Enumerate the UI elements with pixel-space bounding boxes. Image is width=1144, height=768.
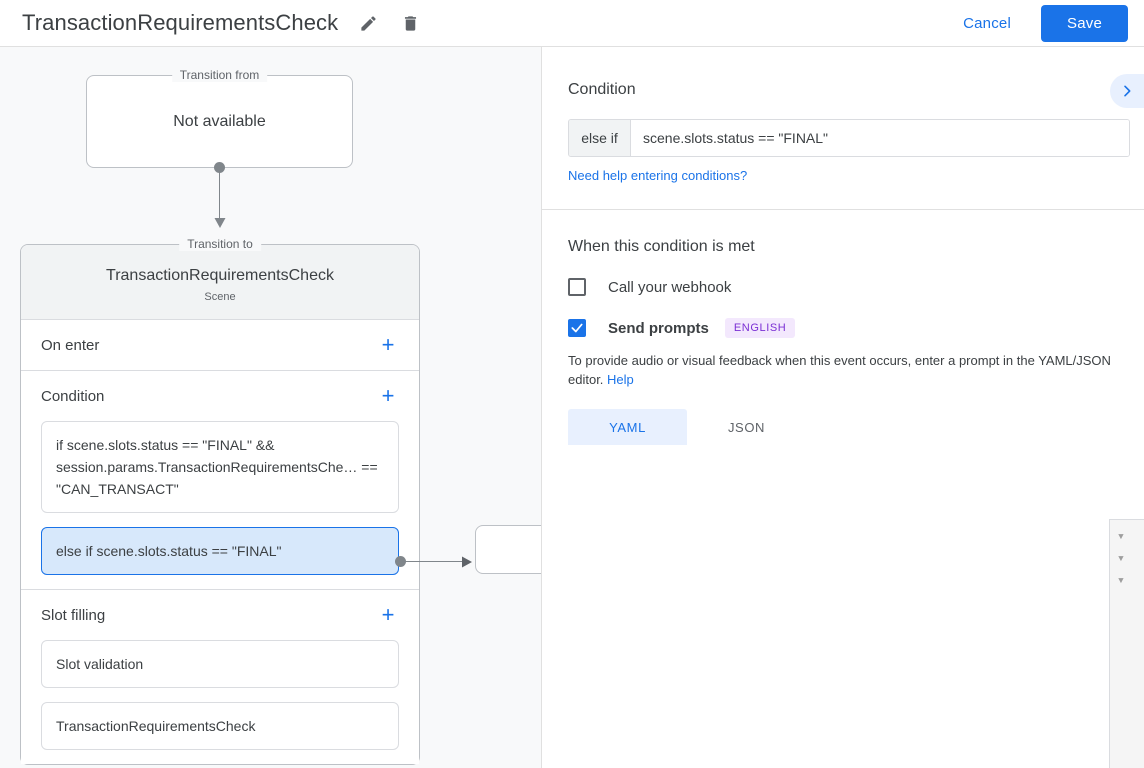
header-actions: Cancel Save: [949, 4, 1144, 42]
condition-input-row[interactable]: else if: [568, 119, 1130, 157]
section-condition: Condition + if scene.slots.status == "FI…: [21, 371, 419, 590]
section-title-condition: Condition: [41, 387, 105, 405]
details-panel: Condition else if Need help entering con…: [541, 47, 1144, 768]
condition-item-selected[interactable]: else if scene.slots.status == "FINAL": [41, 527, 399, 575]
editor-gutter: ▼1▼2▼345: [1110, 520, 1144, 768]
editor-line-number: 4: [1110, 592, 1144, 614]
code-editor[interactable]: ▼1▼2▼345 candidates: - first_simple: var…: [1109, 519, 1144, 768]
send-prompts-checkbox-row[interactable]: Send prompts ENGLISH: [568, 318, 1118, 338]
connector-line-branch: [400, 561, 462, 562]
scene-name: TransactionRequirementsCheck: [106, 267, 334, 284]
prompts-hint-text: To provide audio or visual feedback when…: [568, 353, 1111, 387]
section-title-on-enter: On enter: [41, 336, 100, 354]
editor-line-number: ▼2: [1110, 548, 1144, 570]
tab-json[interactable]: JSON: [727, 419, 766, 435]
when-met-title: When this condition is met: [568, 238, 755, 255]
editor-format-tabs: YAML JSON: [568, 409, 1118, 445]
connector-dot-from: [214, 162, 225, 173]
fold-caret-icon[interactable]: ▼: [1118, 576, 1124, 586]
transition-from-value: Not available: [173, 112, 266, 130]
fold-caret-icon[interactable]: ▼: [1118, 532, 1124, 542]
trash-icon[interactable]: [398, 11, 422, 35]
editor-line-number: 5: [1110, 614, 1144, 636]
add-slot-filling-button[interactable]: +: [381, 602, 395, 627]
condition-help-link[interactable]: Need help entering conditions?: [568, 168, 748, 183]
when-condition-met-section: When this condition is met Call your web…: [542, 210, 1144, 445]
webhook-checkbox-row[interactable]: Call your webhook: [568, 278, 1118, 296]
save-button[interactable]: Save: [1041, 4, 1128, 42]
add-on-enter-button[interactable]: +: [381, 332, 395, 357]
pencil-icon[interactable]: [356, 11, 380, 35]
page-title: TransactionRequirementsCheck: [22, 10, 339, 35]
line-number: 5: [1132, 618, 1144, 633]
line-number: 3: [1132, 574, 1144, 589]
send-prompts-checkbox[interactable]: [568, 319, 586, 337]
target-node[interactable]: [475, 525, 541, 574]
line-number: 4: [1132, 596, 1144, 611]
add-condition-button[interactable]: +: [381, 383, 395, 408]
send-prompts-label: Send prompts: [608, 319, 709, 337]
tab-yaml[interactable]: YAML: [568, 409, 687, 445]
transition-to-legend: Transition to: [179, 237, 261, 251]
flow-canvas[interactable]: Transition from Not available Transition…: [0, 47, 541, 768]
slot-filling-item[interactable]: TransactionRequirementsCheck: [41, 702, 399, 750]
prompts-hint: To provide audio or visual feedback when…: [568, 351, 1124, 389]
editor-line-number: ▼3: [1110, 570, 1144, 592]
connector-line-vertical: [219, 168, 220, 218]
fold-caret-icon[interactable]: ▼: [1118, 554, 1124, 564]
app-header: TransactionRequirementsCheck Cancel Save: [0, 0, 1144, 47]
transition-from-node[interactable]: Transition from Not available: [86, 68, 353, 168]
editor-line-number: ▼1: [1110, 526, 1144, 548]
cancel-button[interactable]: Cancel: [949, 7, 1025, 40]
scene-type: Scene: [204, 291, 236, 303]
language-badge: ENGLISH: [724, 318, 796, 338]
condition-section-title: Condition: [568, 81, 636, 98]
section-on-enter: On enter +: [21, 320, 419, 371]
scene-header: TransactionRequirementsCheck Scene: [21, 245, 419, 320]
connector-arrow-down: [214, 218, 226, 228]
chevron-right-icon[interactable]: [1110, 74, 1144, 108]
transition-to-node[interactable]: Transition to TransactionRequirementsChe…: [20, 237, 420, 765]
webhook-checkbox[interactable]: [568, 278, 586, 296]
connector-arrow-right: [462, 556, 472, 568]
section-slot-filling: Slot filling + Slot validation Transacti…: [21, 590, 419, 764]
line-number: 1: [1132, 530, 1144, 545]
section-title-slot-filling: Slot filling: [41, 606, 106, 624]
condition-item[interactable]: if scene.slots.status == "FINAL" && sess…: [41, 421, 399, 513]
panel-divider: [542, 209, 1144, 210]
line-number: 2: [1132, 552, 1144, 567]
condition-expression-input[interactable]: [631, 120, 1129, 156]
prompts-help-link[interactable]: Help: [607, 372, 634, 387]
slot-filling-item[interactable]: Slot validation: [41, 640, 399, 688]
transition-from-legend: Transition from: [171, 68, 268, 82]
webhook-label: Call your webhook: [608, 278, 732, 296]
condition-operator-label: else if: [569, 120, 631, 156]
condition-section: Condition else if Need help entering con…: [542, 47, 1144, 185]
